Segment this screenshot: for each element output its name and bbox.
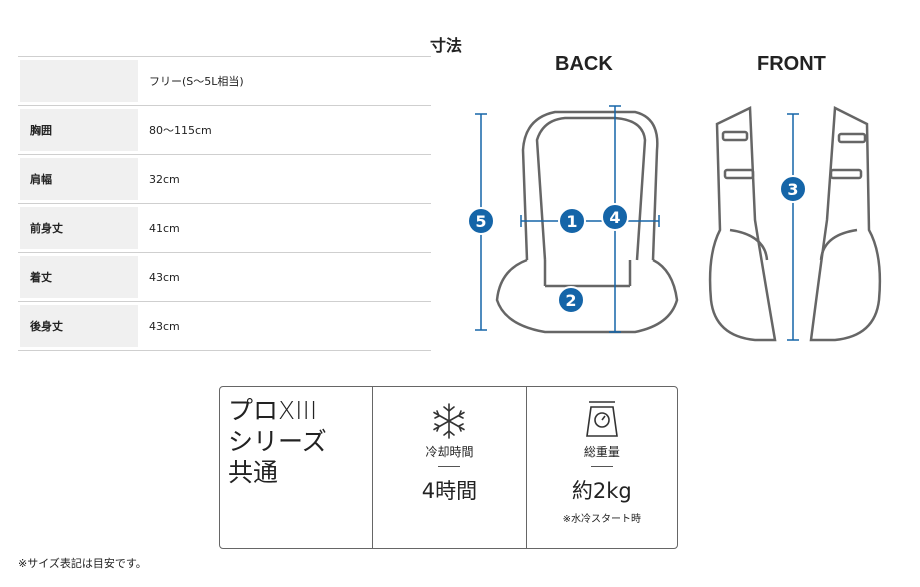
front-pocket-flap bbox=[723, 168, 755, 180]
marker-number: 2 bbox=[565, 291, 576, 310]
row-label: 胸囲 bbox=[20, 109, 138, 151]
vest-diagram: 1 2 3 4 5 bbox=[467, 105, 882, 342]
marker-number: 3 bbox=[787, 180, 798, 199]
size-table: フリー(S〜5L相当) 胸囲 80〜115cm 肩幅 32cm 前身丈 41cm… bbox=[18, 56, 431, 351]
marker-number: 1 bbox=[566, 212, 577, 231]
weight-value: 約2kg bbox=[571, 479, 632, 503]
cooling-value: 4時間 bbox=[421, 479, 478, 503]
marker-circle bbox=[601, 203, 629, 231]
footnote: ※サイズ表記は目安です。 bbox=[18, 557, 147, 570]
divider bbox=[373, 466, 525, 467]
marker-circle bbox=[558, 207, 586, 235]
table-row: フリー(S〜5L相当) bbox=[18, 56, 431, 106]
front-pocket-flap bbox=[837, 132, 867, 144]
front-pocket-flap bbox=[829, 168, 863, 180]
divider bbox=[527, 466, 677, 467]
front-seam bbox=[729, 228, 769, 261]
table-row: 肩幅 32cm bbox=[18, 155, 431, 204]
marker-4: 4 bbox=[601, 203, 629, 231]
front-pocket-flap bbox=[721, 130, 749, 142]
back-view-label: BACK bbox=[555, 53, 613, 75]
table-row: 着丈 43cm bbox=[18, 253, 431, 302]
row-value: 32cm bbox=[149, 172, 180, 186]
row-value: 41cm bbox=[149, 221, 180, 235]
back-lower-outline bbox=[495, 258, 679, 334]
row-value: フリー(S〜5L相当) bbox=[149, 75, 244, 88]
series-line: 共通 bbox=[228, 458, 279, 487]
row-value: 43cm bbox=[149, 270, 180, 284]
marker-circle bbox=[557, 286, 585, 314]
back-panel-outline bbox=[535, 116, 647, 261]
marker-5: 5 bbox=[467, 207, 495, 235]
back-vest-outline bbox=[495, 110, 679, 334]
weight-note: ※水冷スタート時 bbox=[562, 514, 642, 525]
row-label bbox=[20, 60, 138, 102]
front-vest-outline bbox=[708, 106, 882, 342]
weight-label: 総重量 bbox=[583, 445, 620, 459]
table-row: 後身丈 43cm bbox=[18, 302, 431, 351]
back-side-line bbox=[543, 260, 632, 286]
weight-cell: 総重量 約2kg ※水冷スタート時 bbox=[525, 387, 677, 548]
row-value: 80〜115cm bbox=[149, 124, 212, 137]
cooling-label: 冷却時間 bbox=[425, 445, 474, 459]
series-line: プロXIII bbox=[228, 396, 318, 425]
row-value: 43cm bbox=[149, 319, 180, 333]
series-cell: プロXIII シリーズ 共通 bbox=[220, 387, 372, 548]
marker-circle bbox=[467, 207, 495, 235]
cooling-cell: 冷却時間 4時間 bbox=[372, 387, 525, 548]
snowflake-icon bbox=[433, 403, 466, 439]
scale-icon bbox=[585, 401, 618, 437]
marker-1: 1 bbox=[558, 207, 586, 235]
row-label: 着丈 bbox=[20, 256, 138, 298]
front-seam bbox=[819, 228, 858, 261]
marker-circle bbox=[779, 175, 807, 203]
table-row: 胸囲 80〜115cm bbox=[18, 106, 431, 155]
marker-number: 5 bbox=[475, 212, 486, 231]
row-label: 前身丈 bbox=[20, 207, 138, 249]
row-label: 後身丈 bbox=[20, 305, 138, 347]
table-row: 前身丈 41cm bbox=[18, 204, 431, 253]
series-text: プロXIII シリーズ 共通 bbox=[228, 395, 368, 488]
series-line: シリーズ bbox=[228, 427, 327, 456]
marker-3: 3 bbox=[779, 175, 807, 203]
front-view-label: FRONT bbox=[757, 53, 826, 75]
back-body-outline bbox=[521, 110, 659, 261]
spec-box: プロXIII シリーズ 共通 冷却時間 4時間 bbox=[219, 386, 678, 549]
row-label: 肩幅 bbox=[20, 158, 138, 200]
marker-2: 2 bbox=[557, 286, 585, 314]
page-title: 寸法 bbox=[430, 36, 463, 55]
front-left-panel bbox=[708, 106, 777, 342]
marker-number: 4 bbox=[609, 208, 620, 227]
measure-markers: 1 2 3 4 5 bbox=[467, 175, 807, 314]
